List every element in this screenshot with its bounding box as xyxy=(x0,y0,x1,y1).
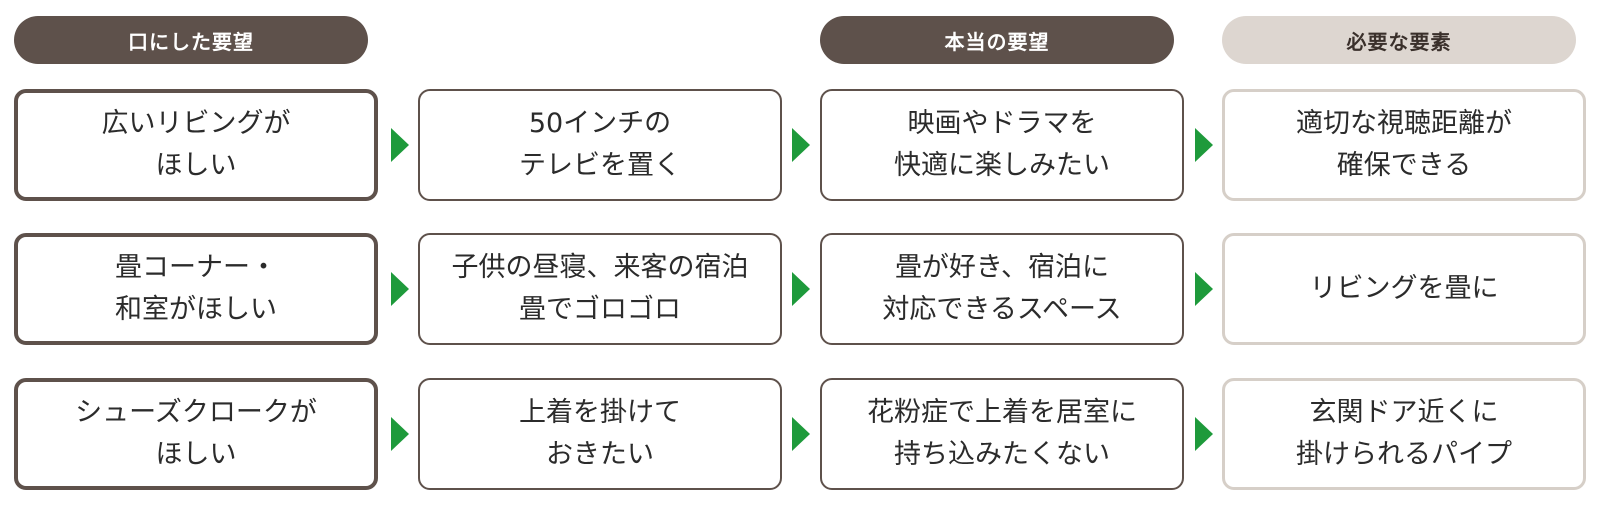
card-text-line: 玄関ドア近くに xyxy=(1309,397,1499,428)
card-text-line: 50インチの xyxy=(528,108,672,139)
card-text-line: 畳コーナー・ xyxy=(115,252,277,283)
card-text-line: 対応できるスペース xyxy=(882,294,1122,325)
card-text-line: テレビを置く xyxy=(519,150,681,181)
card-true-wish-2: 畳が好き、宿泊に 対応できるスペース xyxy=(820,233,1184,345)
card-text-line: 映画やドラマを xyxy=(907,108,1097,139)
card-situation-3: 上着を掛けて おきたい xyxy=(418,378,782,490)
flow-arrow-icon xyxy=(792,272,810,306)
card-text-line: 畳が好き、宿泊に xyxy=(894,252,1110,283)
header-spoken-wish: 口にした要望 xyxy=(14,16,368,64)
header-required-elements: 必要な要素 xyxy=(1222,16,1576,64)
flow-arrow-icon xyxy=(792,417,810,451)
flow-arrow-icon xyxy=(1195,417,1213,451)
card-required-element-3: 玄関ドア近くに 掛けられるパイプ xyxy=(1222,378,1586,490)
card-text-line: 掛けられるパイプ xyxy=(1296,439,1512,470)
card-text-line: 花粉症で上着を居室に xyxy=(867,397,1137,428)
flow-arrow-icon xyxy=(391,417,409,451)
card-true-wish-1: 映画やドラマを 快適に楽しみたい xyxy=(820,89,1184,201)
card-text-line: 上着を掛けて xyxy=(519,397,681,428)
card-text-line: シューズクロークが xyxy=(75,397,317,428)
card-spoken-wish-2: 畳コーナー・ 和室がほしい xyxy=(14,233,378,345)
card-spoken-wish-1: 広いリビングが ほしい xyxy=(14,89,378,201)
card-text-line: ほしい xyxy=(155,439,237,470)
card-text-line: 確保できる xyxy=(1336,150,1472,181)
card-text-line: 畳でゴロゴロ xyxy=(519,294,681,325)
card-text-line: リビングを畳に xyxy=(1309,273,1499,304)
flow-arrow-icon xyxy=(391,128,409,162)
flow-arrow-icon xyxy=(1195,272,1213,306)
card-text-line: 快適に楽しみたい xyxy=(894,150,1110,181)
card-text-line: ほしい xyxy=(155,150,237,181)
card-text-line: おきたい xyxy=(546,439,654,470)
card-required-element-2: リビングを畳に xyxy=(1222,233,1586,345)
card-text-line: 広いリビングが xyxy=(101,108,291,139)
card-situation-2: 子供の昼寝、来客の宿泊 畳でゴロゴロ xyxy=(418,233,782,345)
card-true-wish-3: 花粉症で上着を居室に 持ち込みたくない xyxy=(820,378,1184,490)
flow-arrow-icon xyxy=(1195,128,1213,162)
card-spoken-wish-3: シューズクロークが ほしい xyxy=(14,378,378,490)
card-text-line: 子供の昼寝、来客の宿泊 xyxy=(451,252,749,283)
header-true-wish: 本当の要望 xyxy=(820,16,1174,64)
card-situation-1: 50インチの テレビを置く xyxy=(418,89,782,201)
flow-arrow-icon xyxy=(391,272,409,306)
card-required-element-1: 適切な視聴距離が 確保できる xyxy=(1222,89,1586,201)
card-text-line: 持ち込みたくない xyxy=(894,439,1110,470)
card-text-line: 適切な視聴距離が xyxy=(1296,108,1512,139)
card-text-line: 和室がほしい xyxy=(115,294,277,325)
flow-arrow-icon xyxy=(792,128,810,162)
